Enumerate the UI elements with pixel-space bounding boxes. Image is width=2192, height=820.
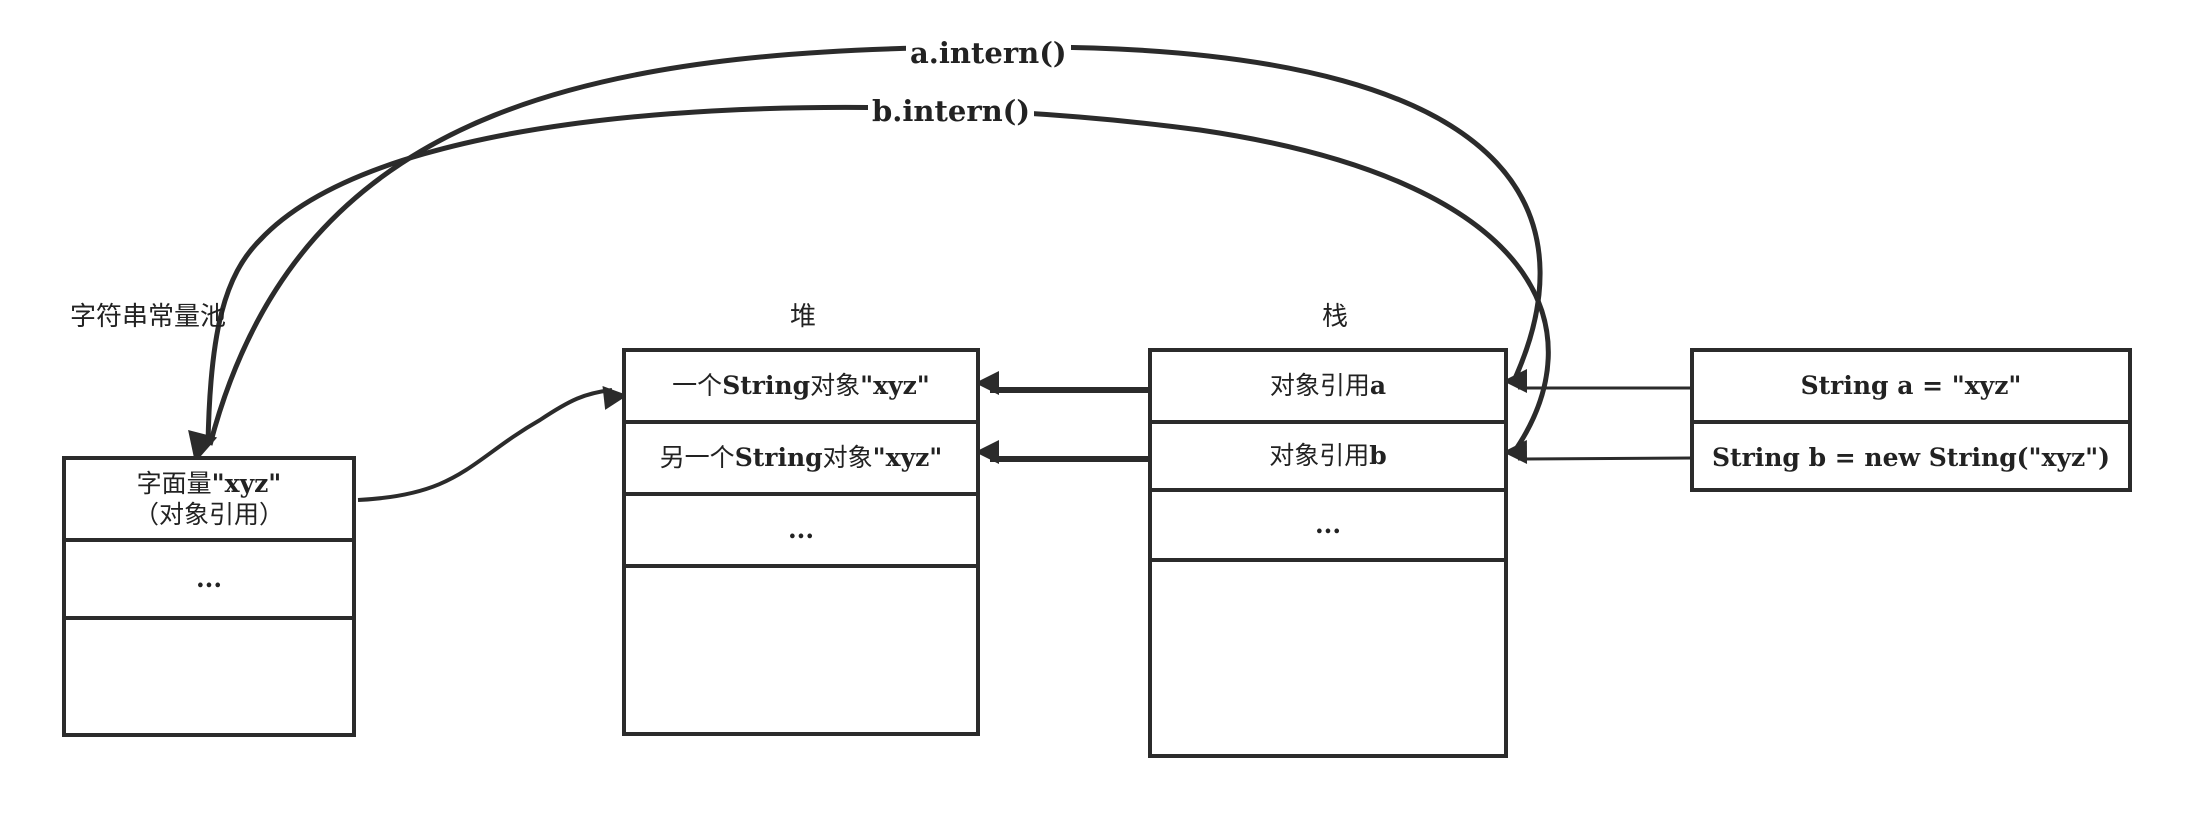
b-intern-label: b.intern() (868, 94, 1035, 128)
obj2-value: "xyz" (872, 443, 943, 473)
pool-ellipsis-cell: ... (66, 542, 352, 620)
ref-a-var: a (1369, 371, 1387, 401)
heap-box: 一个String对象"xyz" 另一个String对象"xyz" ... (622, 348, 980, 736)
pool-title: 字符串常量池 (70, 302, 227, 332)
heap-object-2-cell: 另一个String对象"xyz" (626, 424, 976, 496)
literal-to-heap-arrow (357, 386, 628, 502)
obj1-type: String (722, 371, 811, 401)
literal-value: "xyz" (211, 468, 282, 498)
ref-b-var: b (1369, 441, 1387, 471)
literal-prefix: 字面量 (136, 468, 212, 498)
obj1-mid: 对象 (810, 371, 861, 401)
stack-ref-b-cell: 对象引用b (1152, 424, 1504, 492)
stack-box: 对象引用a 对象引用b ... (1148, 348, 1508, 758)
heap-ellipsis-cell: ... (626, 496, 976, 568)
obj2-prefix: 另一个 (659, 443, 735, 473)
b-intern-arrow (205, 104, 1551, 457)
code-b-to-ref-arrow (1502, 439, 1693, 464)
obj2-type: String (734, 443, 823, 473)
string-pool-box: 字面量"xyz" （对象引用） ... (62, 456, 356, 737)
code-line-a: String a = "xyz" (1694, 352, 2128, 424)
literal-ref-note: （对象引用） (133, 500, 284, 529)
heap-title: 堆 (790, 302, 817, 332)
stack-title: 栈 (1322, 302, 1349, 332)
obj2-mid: 对象 (822, 443, 873, 473)
stack-ellipsis-cell: ... (1152, 492, 1504, 562)
ref-b-prefix: 对象引用 (1269, 441, 1370, 471)
ref-a-prefix: 对象引用 (1269, 371, 1370, 401)
obj1-value: "xyz" (860, 371, 930, 401)
heap-object-1-cell: 一个String对象"xyz" (626, 352, 976, 424)
pool-literal-cell: 字面量"xyz" （对象引用） (66, 460, 352, 542)
obj1-prefix: 一个 (672, 371, 723, 401)
code-box: String a = "xyz" String b = new String("… (1690, 348, 2132, 492)
code-line-b: String b = new String("xyz") (1711, 443, 2111, 473)
stack-ref-a-cell: 对象引用a (1152, 352, 1504, 424)
a-intern-label: a.intern() (906, 36, 1071, 70)
